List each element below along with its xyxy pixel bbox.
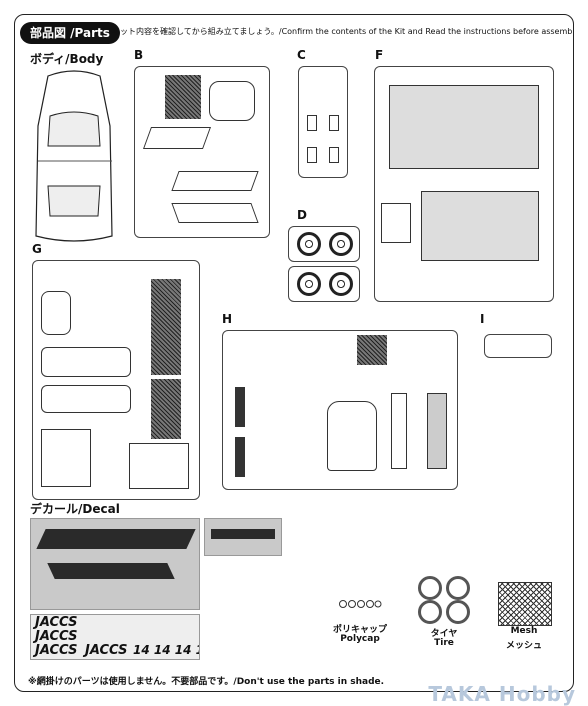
section-label-c: C bbox=[297, 48, 306, 62]
dashboard-part bbox=[41, 385, 131, 413]
window-part bbox=[171, 171, 259, 191]
window-part bbox=[171, 203, 259, 223]
small-part bbox=[307, 147, 317, 163]
bumper-part bbox=[391, 393, 407, 469]
section-label-g: G bbox=[32, 242, 42, 256]
decal-jaccs-text: JACCS bbox=[35, 629, 78, 644]
grille-part bbox=[427, 393, 447, 469]
small-part bbox=[307, 115, 317, 131]
section-label-body: ボディ/Body bbox=[30, 52, 104, 66]
wheel-part bbox=[329, 272, 353, 296]
decal-jaccs-text: JACCS bbox=[85, 643, 128, 658]
small-part bbox=[235, 387, 245, 427]
decal-stripe bbox=[36, 529, 196, 549]
instruction-text: キット内容を確認してから組み立てましょう。/Confirm the conten… bbox=[112, 27, 572, 36]
decal-stripe bbox=[47, 563, 175, 579]
small-part bbox=[381, 203, 411, 243]
wheel-part bbox=[329, 232, 353, 256]
body-shell-drawing bbox=[35, 70, 113, 242]
sprue-i bbox=[484, 334, 552, 358]
mesh-part bbox=[498, 582, 552, 626]
section-label-i: I bbox=[480, 312, 485, 326]
tire-label-en: Tire bbox=[434, 638, 454, 648]
section-label-h: H bbox=[222, 312, 233, 326]
section-label-b: B bbox=[134, 48, 144, 62]
tire-part bbox=[418, 600, 442, 624]
polycap-label-jp: ポリキャップ bbox=[332, 625, 387, 635]
sprue-c bbox=[298, 66, 348, 178]
page-frame bbox=[14, 14, 574, 692]
polycap-label-en: Polycap bbox=[340, 634, 380, 644]
sprue-h bbox=[222, 330, 458, 490]
decal-stripe bbox=[211, 529, 275, 539]
cage-part bbox=[41, 429, 91, 487]
parts-title: 部品図 /Parts bbox=[20, 22, 120, 44]
watermark: TAKA Hobby bbox=[428, 682, 576, 706]
window-part bbox=[142, 127, 212, 149]
decal-sheet-small bbox=[204, 518, 282, 556]
cage-part bbox=[129, 443, 189, 489]
sprue-g bbox=[32, 260, 200, 500]
shaded-parts-note: ※網掛けのパーツは使用しません。不要部品です。/Don't use the pa… bbox=[28, 677, 385, 687]
sprue-b bbox=[134, 66, 270, 238]
chassis-part bbox=[421, 191, 539, 261]
dashboard-part bbox=[41, 347, 131, 377]
chassis-part bbox=[389, 85, 539, 169]
sprue-d-bottom bbox=[288, 266, 360, 302]
tire-part bbox=[418, 576, 442, 600]
decal-sheet-main bbox=[30, 518, 200, 610]
mesh-label-jp: メッシュ bbox=[505, 641, 542, 651]
hood-part bbox=[209, 81, 255, 121]
decal-jaccs-text: JACCS bbox=[35, 615, 78, 630]
hood-part bbox=[327, 401, 377, 471]
mesh-label-en: Mesh bbox=[510, 626, 538, 636]
shaded-part bbox=[151, 379, 181, 439]
small-part bbox=[235, 437, 245, 477]
decal-sheet-logos: JACCS JACCS JACCS JACCS 14 14 14 14 bbox=[30, 614, 200, 660]
wheel-part bbox=[297, 232, 321, 256]
decal-number-text: 14 14 14 14 bbox=[133, 643, 199, 657]
decal-jaccs-text: JACCS bbox=[35, 643, 78, 658]
polycap-drawing bbox=[339, 600, 382, 608]
seat-part bbox=[41, 291, 71, 335]
sprue-d-top bbox=[288, 226, 360, 262]
small-part bbox=[329, 147, 339, 163]
section-label-decal: デカール/Decal bbox=[30, 502, 120, 516]
section-label-f: F bbox=[375, 48, 384, 62]
tire-part bbox=[446, 600, 470, 624]
section-label-d: D bbox=[297, 208, 307, 222]
tire-label-jp: タイヤ bbox=[430, 629, 458, 639]
sprue-f bbox=[374, 66, 554, 302]
wheel-part bbox=[297, 272, 321, 296]
tire-part bbox=[446, 576, 470, 600]
small-part bbox=[329, 115, 339, 131]
shaded-part bbox=[357, 335, 387, 365]
shaded-part bbox=[151, 279, 181, 375]
shaded-part bbox=[165, 75, 201, 119]
